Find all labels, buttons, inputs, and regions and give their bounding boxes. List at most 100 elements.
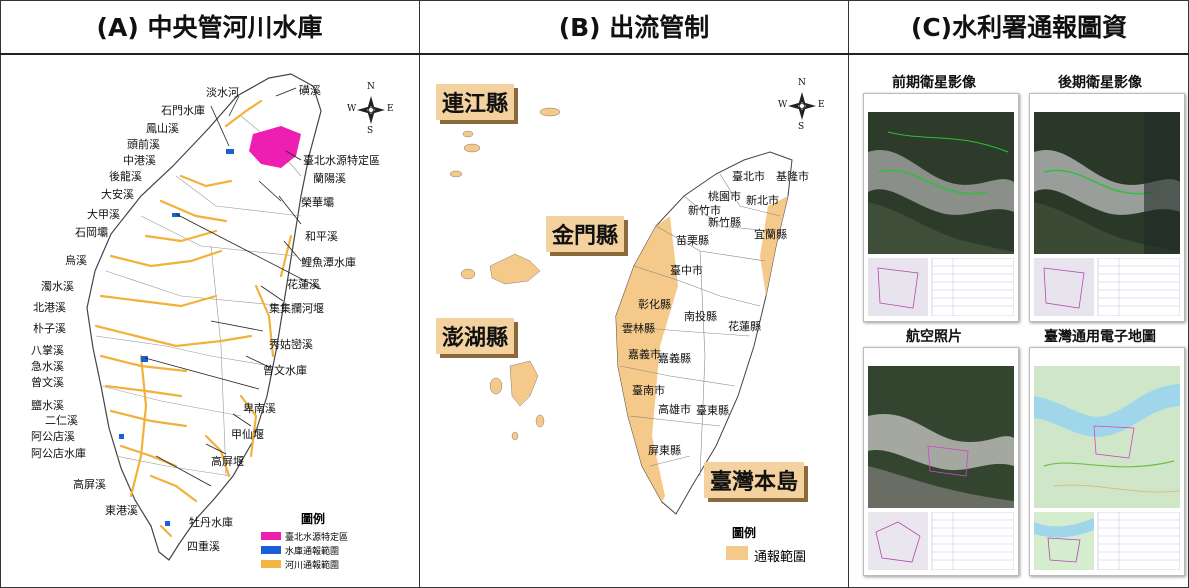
map-label: 鯉魚潭水庫 bbox=[301, 256, 356, 269]
compass-rose bbox=[788, 92, 816, 120]
panel-c-title: (C)水利署通報圖資 bbox=[910, 13, 1128, 42]
map-label: 大甲溪 bbox=[87, 208, 120, 221]
legend-title: 圖例 bbox=[301, 512, 326, 526]
leader-lines bbox=[144, 87, 322, 487]
county-boundaries bbox=[619, 173, 781, 477]
county-label: 彰化縣 bbox=[638, 298, 671, 311]
legend-label: 水庫通報範圍 bbox=[285, 547, 340, 557]
map-label: 烏溪 bbox=[65, 254, 87, 267]
map-label: 秀姑巒溪 bbox=[269, 338, 313, 351]
county-label: 臺北市 bbox=[732, 170, 765, 183]
county-label: 臺中市 bbox=[670, 264, 703, 277]
map-label: 榮華壩 bbox=[301, 196, 334, 209]
kinmen-tag: 金門縣 bbox=[546, 216, 625, 252]
river-network bbox=[94, 99, 293, 538]
card-title: 前期衛星影像 bbox=[892, 75, 976, 91]
map-label: 臺北水源特定區 bbox=[303, 154, 380, 167]
map-label: 鳳山溪 bbox=[146, 122, 179, 135]
compass-s-label: S bbox=[798, 122, 805, 132]
map-label: 鹽水溪 bbox=[31, 399, 64, 412]
card-title: 後期衛星影像 bbox=[1058, 75, 1142, 91]
map-label: 磺溪 bbox=[299, 84, 321, 97]
taiwan-outline bbox=[86, 73, 322, 561]
legend-label: 河川通報範圍 bbox=[285, 561, 340, 571]
map-label: 急水溪 bbox=[31, 360, 64, 373]
report-card-pre-satellite[interactable] bbox=[863, 93, 1019, 322]
map-label: 八掌溪 bbox=[31, 344, 64, 357]
legend-swatch-river bbox=[261, 560, 281, 568]
satellite-thumbnail bbox=[1034, 112, 1180, 254]
map-label: 和平溪 bbox=[305, 230, 338, 243]
panel-b-map: N S E W 連江縣 金門縣 澎湖縣 臺灣本島 臺北市 基隆市 桃園市 新北市… bbox=[420, 56, 848, 586]
compass-w-label: W bbox=[778, 100, 788, 110]
compass-n-label: N bbox=[367, 82, 375, 92]
map-label: 北港溪 bbox=[33, 301, 66, 314]
map-label: 後龍溪 bbox=[109, 170, 142, 183]
map-label: 花蓮溪 bbox=[287, 278, 320, 291]
panel-divider-1 bbox=[419, 0, 420, 588]
satellite-thumbnail bbox=[868, 112, 1014, 254]
map-label: 濁水溪 bbox=[41, 280, 74, 293]
legend-title: 圖例 bbox=[732, 526, 757, 540]
panel-divider-2 bbox=[848, 0, 849, 588]
penghu-tag: 澎湖縣 bbox=[436, 318, 515, 354]
map-label: 曾文水庫 bbox=[263, 364, 307, 377]
compass-n-label: N bbox=[798, 78, 806, 88]
map-label: 二仁溪 bbox=[45, 414, 78, 427]
detail-thumbnail bbox=[868, 512, 1014, 570]
map-label: 中港溪 bbox=[123, 154, 156, 167]
panel-b-title: (B) 出流管制 bbox=[558, 13, 710, 42]
card-title: 航空照片 bbox=[906, 329, 962, 345]
report-card-emap[interactable] bbox=[1029, 347, 1185, 576]
county-label: 臺南市 bbox=[632, 384, 665, 397]
penghu-islands bbox=[489, 360, 545, 441]
compass-e-label: E bbox=[387, 104, 394, 114]
map-label: 阿公店溪 bbox=[31, 430, 75, 443]
outflow-control-map bbox=[449, 92, 816, 515]
detail-thumbnail bbox=[1034, 258, 1180, 316]
compass-e-label: E bbox=[818, 100, 825, 110]
detail-thumbnail bbox=[1034, 512, 1180, 570]
map-label: 甲仙堰 bbox=[231, 428, 264, 441]
map-label: 牡丹水庫 bbox=[189, 516, 233, 529]
detail-thumbnail bbox=[868, 258, 1014, 316]
county-label: 雲林縣 bbox=[622, 322, 655, 335]
county-label: 宜蘭縣 bbox=[754, 228, 787, 241]
map-label: 曾文溪 bbox=[31, 376, 64, 389]
map-label: 頭前溪 bbox=[127, 138, 160, 151]
reservoir-marks bbox=[119, 149, 234, 526]
map-label: 四重溪 bbox=[187, 540, 220, 553]
map-label: 大安溪 bbox=[101, 188, 134, 201]
report-card-post-satellite[interactable] bbox=[1029, 93, 1185, 322]
panel-a-title: (A) 中央管河川水庫 bbox=[96, 13, 323, 42]
map-label: 石門水庫 bbox=[161, 104, 205, 117]
taipei-water-source-area bbox=[249, 126, 301, 168]
county-label: 苗栗縣 bbox=[676, 234, 709, 247]
compass-s-label: S bbox=[367, 126, 374, 136]
legend-swatch-reservoir bbox=[261, 546, 281, 554]
county-label: 基隆市 bbox=[776, 170, 809, 183]
county-label: 屏東縣 bbox=[648, 444, 681, 457]
map-label: 石岡壩 bbox=[75, 226, 108, 239]
header-divider bbox=[0, 53, 1189, 55]
compass-w-label: W bbox=[347, 104, 357, 114]
map-label: 卑南溪 bbox=[243, 402, 276, 415]
map-label: 朴子溪 bbox=[33, 322, 66, 335]
legend-swatch-report-range bbox=[726, 546, 748, 560]
report-card-aerial-photo[interactable] bbox=[863, 347, 1019, 576]
emap-thumbnail bbox=[1034, 366, 1180, 508]
map-label: 集集攔河堰 bbox=[269, 302, 324, 315]
legend-label: 臺北水源特定區 bbox=[285, 533, 349, 543]
county-label: 嘉義縣 bbox=[658, 352, 691, 365]
county-label: 高雄市 bbox=[658, 403, 691, 416]
taiwan-river-map bbox=[86, 73, 385, 561]
lienchiang-tag: 連江縣 bbox=[436, 84, 515, 120]
kinmen-islands bbox=[460, 253, 541, 285]
county-boundaries bbox=[95, 115, 302, 477]
county-label: 新竹縣 bbox=[708, 216, 741, 229]
county-label: 嘉義市 bbox=[628, 348, 661, 361]
county-label: 南投縣 bbox=[684, 310, 717, 323]
map-label: 東港溪 bbox=[105, 504, 138, 517]
legend-swatch-taipei bbox=[261, 532, 281, 540]
west-plain-area bbox=[616, 216, 678, 502]
